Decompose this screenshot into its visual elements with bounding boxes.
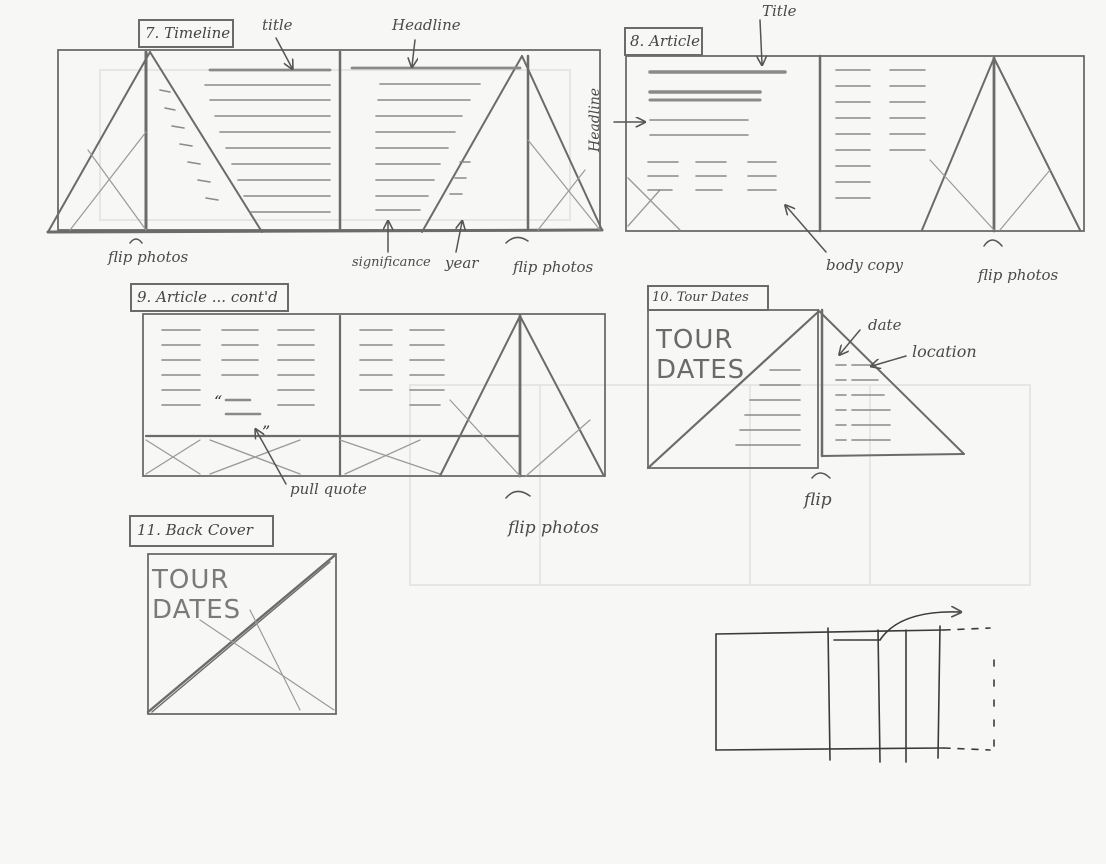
tour-dates-heading-line1: TOUR [656,326,745,356]
pull-quote-close-mark: ” [262,424,270,440]
article-contd-flip-photos-label: flip photos [508,520,599,537]
article-headline-label: Headline [588,88,602,152]
spread-7-title: 7. Timeline [145,26,230,41]
back-cover-heading-line2: DATES [152,596,241,626]
spread-8-article [614,20,1084,252]
back-cover-tour-dates-heading: TOUR DATES [152,566,241,626]
spread-10-title: 10. Tour Dates [652,291,749,304]
photo-strip-9 [146,440,440,474]
spread-7-timeline [48,20,602,252]
tour-location-label: location [912,344,977,360]
timeline-year-label: year [445,256,478,271]
timeline-flip-photos-left: flip photos [108,250,188,265]
fold-diagram [716,612,994,762]
photo-corner-8 [628,178,680,230]
spread-9-title: 9. Article ... cont'd [137,290,278,305]
text-lines-8 [648,70,925,198]
tour-dates-heading: TOUR DATES [656,326,745,386]
photo-triangle-right [422,56,602,232]
timeline-significance-label: significance [352,256,431,269]
timeline-headline-label: Headline [392,18,461,33]
article-title-label: Title [762,4,797,19]
tour-dates-heading-line2: DATES [656,356,745,386]
text-lines-7-left [160,70,330,212]
text-lines-9 [162,330,444,414]
back-cover-heading-line1: TOUR [152,566,241,596]
photo-triangle-8 [922,58,1080,230]
pull-quote-open-mark: “ [214,394,222,410]
tour-date-label: date [868,318,901,333]
pull-quote-label: pull quote [290,482,367,497]
tour-flip-label: flip [804,492,832,509]
timeline-flip-photos-right: flip photos [513,260,593,275]
spread-9-article-contd [131,284,605,498]
photo-triangle-left [48,52,262,232]
timeline-title-label: title [262,18,293,33]
article-body-copy-label: body copy [826,258,903,273]
text-lines-10 [736,365,890,445]
spread-11-title: 11. Back Cover [137,523,253,538]
article-flip-photos-label: flip photos [978,268,1058,283]
text-lines-7-right [352,68,520,210]
photo-triangle-9 [440,316,604,476]
spread-8-title: 8. Article [630,34,700,49]
